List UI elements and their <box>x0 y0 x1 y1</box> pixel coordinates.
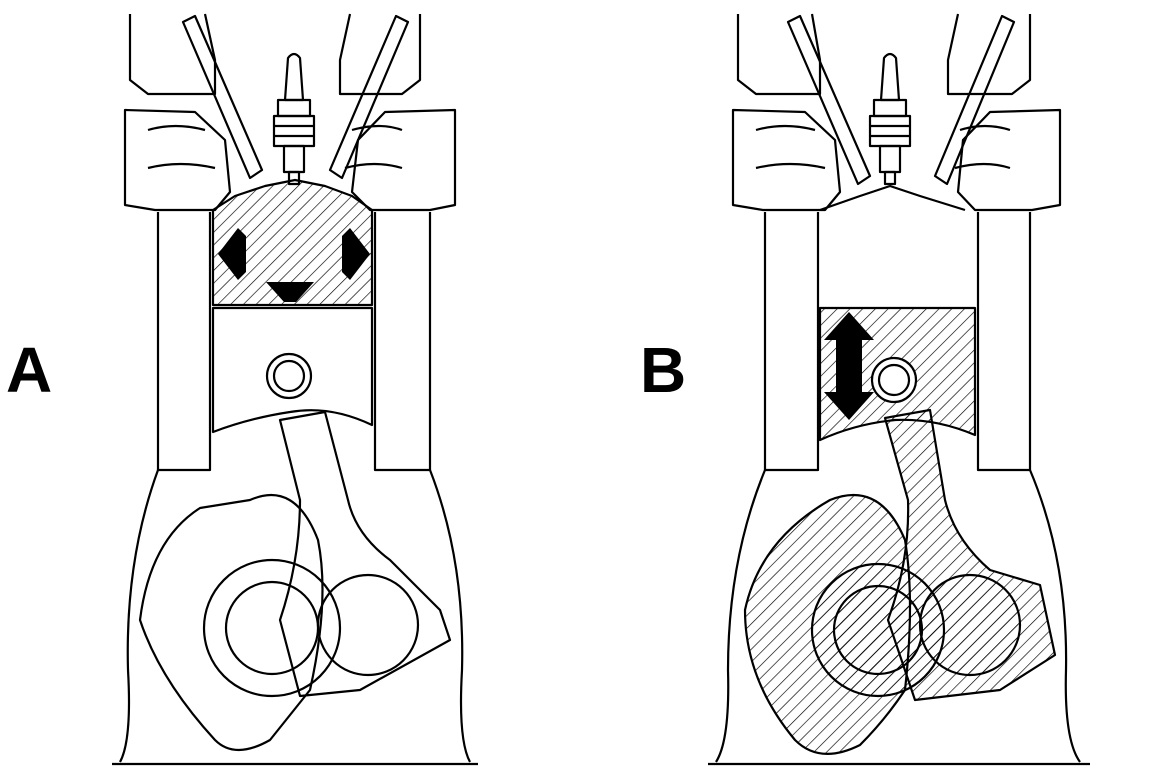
wrist-pin <box>265 352 313 400</box>
arrow-right-icon <box>342 228 370 280</box>
spark-plug <box>868 52 912 186</box>
valve-left <box>786 14 872 186</box>
force-arrows-a <box>218 228 370 302</box>
cylinder-head <box>123 13 457 212</box>
valve-right <box>328 14 410 180</box>
panel-label-b: B <box>640 334 687 406</box>
engine-panel-a <box>112 13 478 766</box>
big-end-bearing <box>918 573 1022 677</box>
cylinder-block <box>112 212 478 766</box>
arrow-up-down-icon <box>824 312 874 420</box>
valve-left <box>181 14 264 180</box>
cylinder-head <box>731 13 1062 212</box>
piston <box>211 306 374 434</box>
cylinder-block <box>708 212 1090 766</box>
valve-right <box>933 14 1016 186</box>
panel-label-a: A <box>6 334 53 406</box>
engine-panel-b <box>708 13 1090 766</box>
combustion-chamber <box>211 178 374 307</box>
crankshaft <box>138 493 342 751</box>
arrow-left-icon <box>218 228 246 280</box>
spark-plug <box>272 52 316 186</box>
arrow-down-icon <box>266 282 314 302</box>
combustion-chamber <box>819 184 966 212</box>
